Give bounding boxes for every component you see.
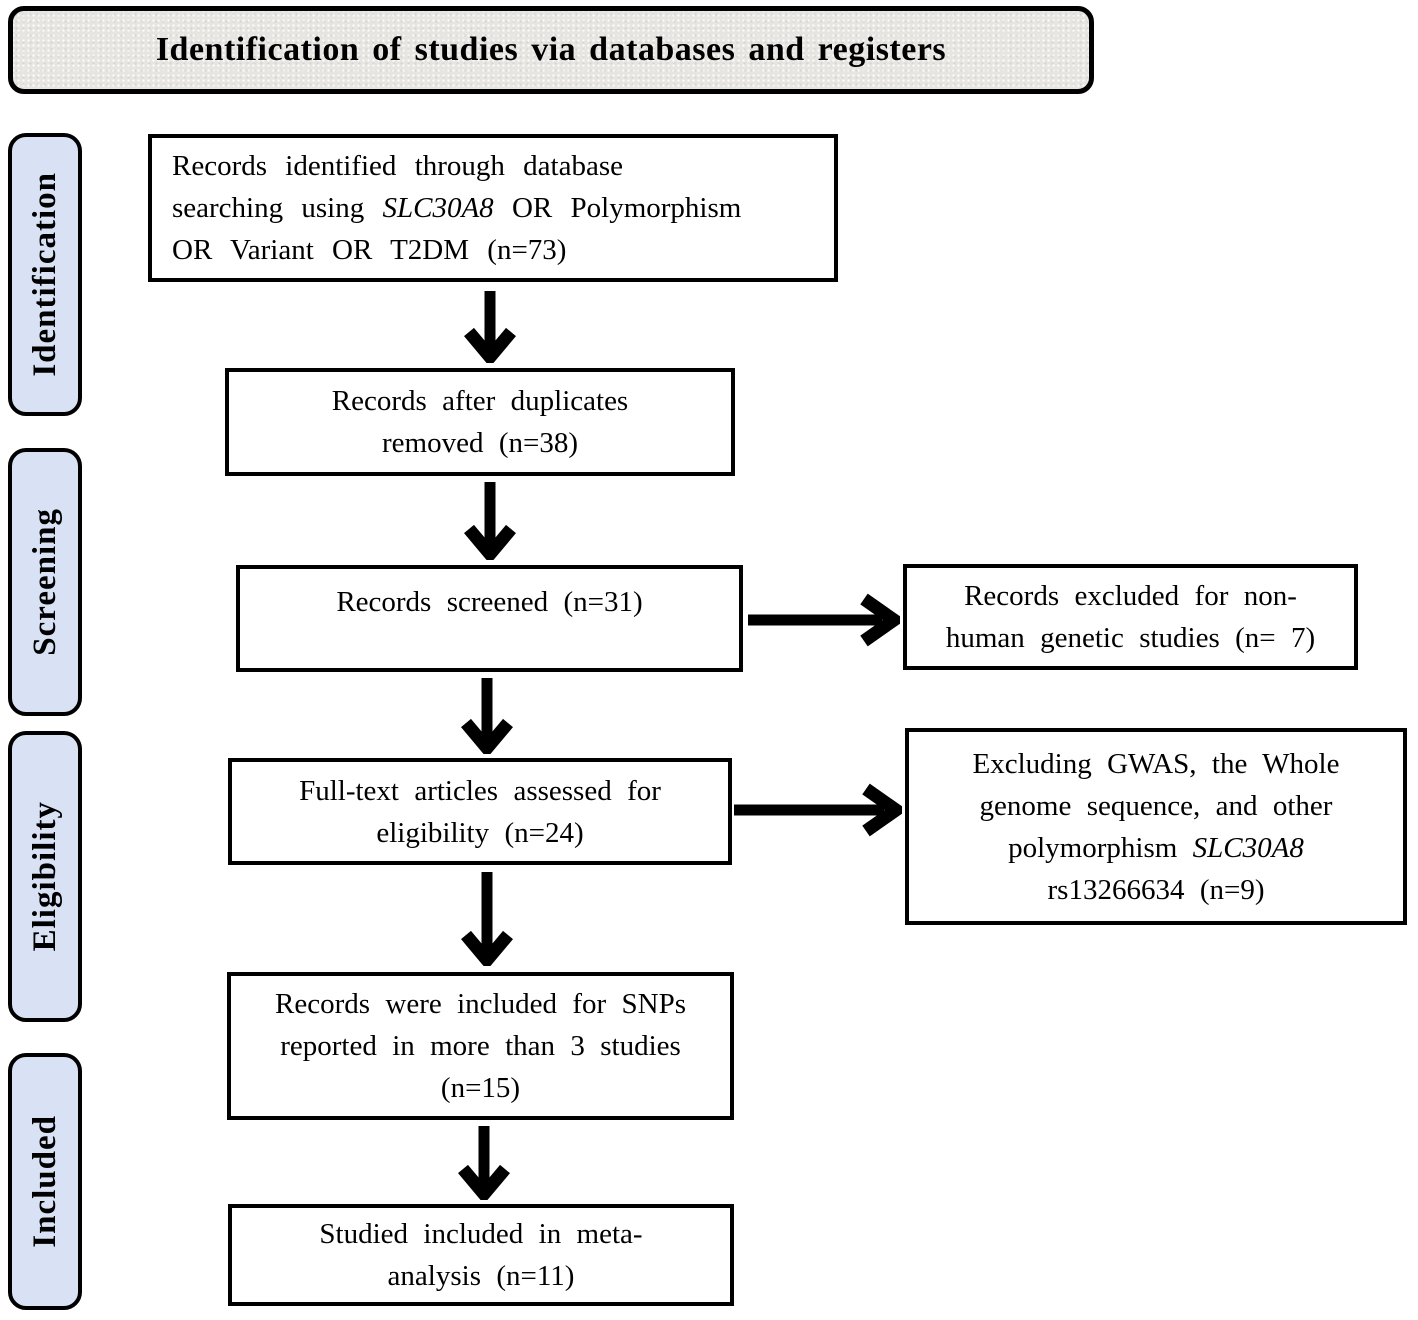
box-line: (n=15) (440, 1072, 521, 1104)
box-snps-included: Records were included for SNPs reported … (227, 972, 734, 1120)
stage-label: Screening (26, 508, 63, 656)
down-arrow-icon (461, 872, 513, 966)
box-line: Records identified through database (172, 150, 624, 182)
box-records-screened: Records screened (n=31) (236, 565, 743, 672)
box-line: Records after duplicates (331, 385, 629, 417)
stage-screening: Screening (8, 448, 82, 716)
stage-label: Included (26, 1115, 63, 1248)
box-duplicates-removed: Records after duplicates removed (n=38) (225, 368, 735, 476)
box-line: Records excluded for non- (964, 580, 1297, 612)
right-arrow-icon (734, 783, 902, 837)
diagram-title: Identification of studies via databases … (155, 31, 947, 68)
down-arrow-icon (461, 678, 513, 754)
stage-label: Eligibility (26, 801, 63, 952)
box-line: removed (n=38) (382, 427, 578, 459)
box-line: Records were included for SNPs (274, 988, 686, 1020)
stage-identification: Identification (8, 133, 82, 416)
down-arrow-icon (458, 1126, 510, 1200)
box-line: eligibility (n=24) (376, 816, 584, 849)
box-line-text: searching using (172, 192, 383, 224)
down-arrow-icon (464, 482, 516, 560)
box-line: analysis (n=11) (387, 1260, 575, 1292)
box-line: Full-text articles assessed for (299, 774, 661, 807)
box-line: human genetic studies (n= 7) (945, 622, 1316, 654)
header-banner: Identification of studies via databases … (8, 6, 1094, 94)
box-meta-analysis: Studied included in meta- analysis (n=11… (228, 1204, 734, 1306)
box-line: searching using SLC30A8 OR Polymorphism (172, 187, 741, 229)
box-line: Studied included in meta- (319, 1218, 643, 1250)
box-line: rs13266634 (n=9) (1047, 873, 1265, 906)
box-excluded-nonhuman: Records excluded for non- human genetic … (903, 564, 1358, 670)
box-line: genome sequence, and other (979, 789, 1333, 822)
box-line: polymorphism SLC30A8 (1008, 827, 1304, 869)
box-line: Excluding GWAS, the Whole (972, 747, 1340, 780)
box-line-text: OR Polymorphism (493, 192, 742, 224)
box-excluded-gwas: Excluding GWAS, the Whole genome sequenc… (905, 728, 1407, 925)
stage-eligibility: Eligibility (8, 731, 82, 1022)
stage-label: Identification (26, 172, 63, 377)
gene-name: SLC30A8 (382, 192, 494, 224)
box-line: Records screened (n=31) (336, 586, 643, 618)
box-fulltext-assessed: Full-text articles assessed for eligibil… (228, 758, 732, 865)
down-arrow-icon (464, 291, 516, 363)
gene-name: SLC30A8 (1192, 831, 1304, 864)
box-line-text: polymorphism (1008, 831, 1193, 864)
box-line: reported in more than 3 studies (280, 1030, 681, 1062)
stage-included: Included (8, 1053, 82, 1310)
right-arrow-icon (748, 593, 900, 647)
box-line: OR Variant OR T2DM (n=73) (172, 234, 567, 266)
box-records-identified: Records identified through database sear… (148, 134, 838, 282)
